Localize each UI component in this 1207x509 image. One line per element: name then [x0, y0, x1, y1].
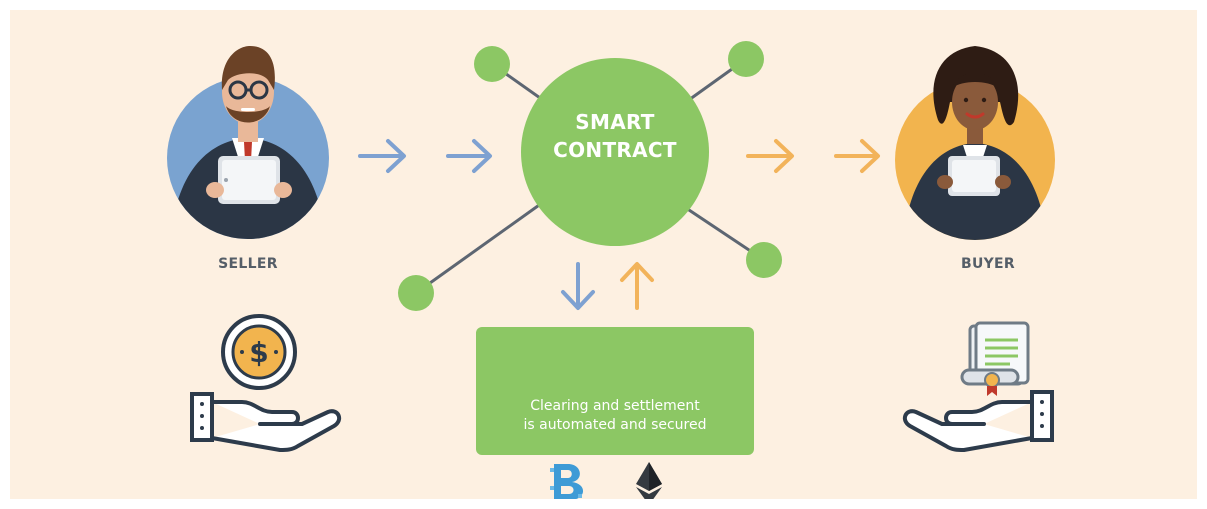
smart-contract-hub	[521, 58, 709, 246]
arrow-up-icon	[620, 262, 654, 310]
ethereum-logo-icon	[636, 462, 662, 499]
hub-title-line2: CONTRACT	[553, 138, 677, 162]
diagram-canvas: $	[10, 10, 1197, 499]
smart-contract-title: SMART CONTRACT	[522, 108, 708, 164]
buyer-avatar-icon	[895, 46, 1055, 240]
seller-label: SELLER	[218, 256, 278, 272]
node-bottom-right	[746, 242, 782, 278]
clearing-settlement-box: Clearing and settlement is automated and…	[476, 327, 754, 455]
node-top-left	[474, 46, 510, 82]
seller-avatar-icon	[167, 46, 329, 239]
arrow-right-icon-2	[446, 139, 492, 173]
node-bottom-left	[398, 275, 434, 311]
clearing-text-line1: Clearing and settlement	[530, 398, 700, 414]
hub-title-line1: SMART	[575, 110, 655, 134]
arrow-right-icon-3	[746, 139, 794, 173]
arrow-right-icon-1	[358, 139, 406, 173]
buyer-label: BUYER	[960, 256, 1016, 272]
arrow-down-icon	[561, 262, 595, 310]
clearing-text-line2: is automated and secured	[523, 417, 707, 433]
node-top-right	[728, 41, 764, 77]
blockchain-b-logo-icon	[550, 464, 583, 499]
hand-holding-dollar-icon: $	[190, 314, 342, 452]
svg-text:$: $	[249, 336, 268, 369]
arrow-right-icon-4	[834, 139, 880, 173]
hand-holding-certificate-icon	[902, 321, 1054, 452]
